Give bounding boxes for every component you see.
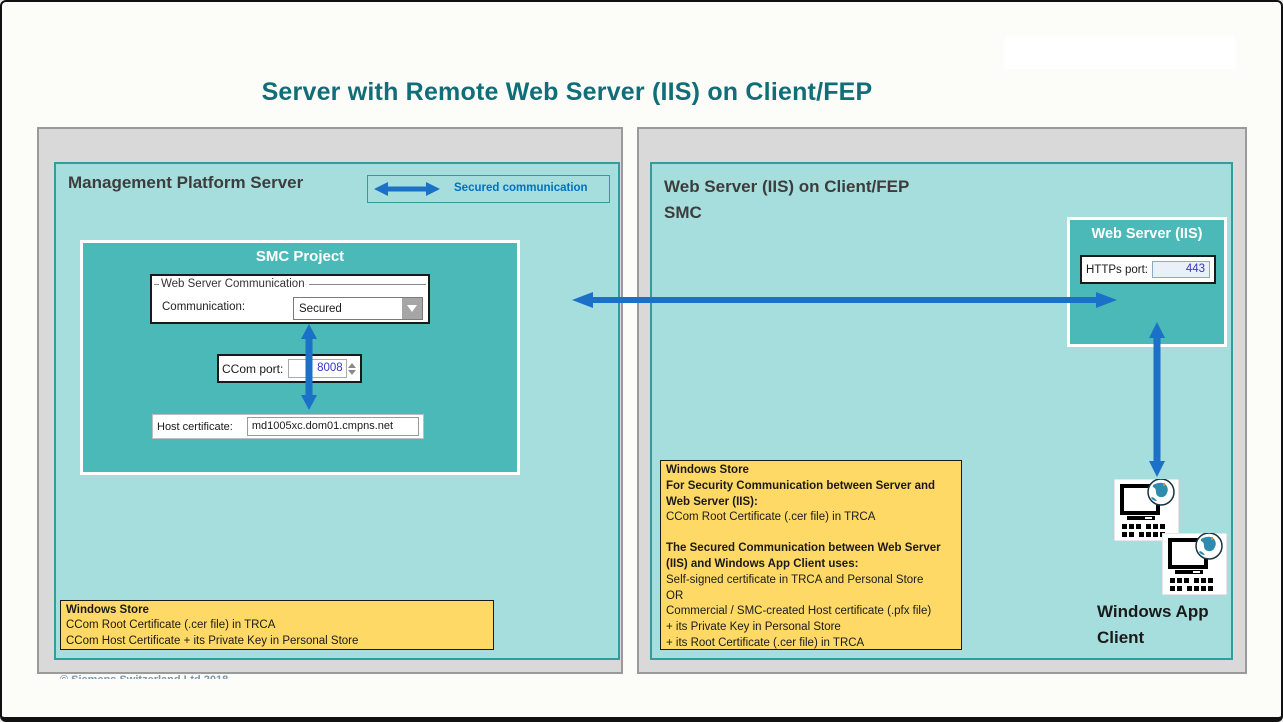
- host-certificate-label: Host certificate:: [157, 420, 233, 433]
- communication-label: Communication:: [162, 301, 246, 313]
- https-port-label: HTTPs port:: [1086, 263, 1148, 276]
- copyright-footer: © Siemens Switzerland Ltd 2018: [60, 674, 320, 679]
- computer-with-globe-icon: [1162, 533, 1227, 595]
- note-title: Windows Store: [666, 464, 749, 476]
- note-blank-line: [666, 526, 956, 541]
- note-line: Self-signed certificate in TRCA and Pers…: [666, 573, 924, 586]
- groupbox-line: [154, 283, 159, 285]
- ccom-port-input[interactable]: 8008: [288, 359, 347, 378]
- dropdown-button[interactable]: [402, 298, 422, 319]
- communication-dropdown-value: Secured: [299, 302, 342, 315]
- https-port-box: HTTPs port: 443: [1080, 255, 1216, 284]
- host-certificate-input[interactable]: md1005xc.dom01.cmpns.net: [246, 417, 419, 436]
- web-server-communication-label: Web Server Communication: [161, 278, 305, 290]
- web-server-iis-title: Web Server (IIS): [1091, 226, 1203, 242]
- page-title: Server with Remote Web Server (IIS) on C…: [261, 78, 873, 106]
- spinner-down-icon[interactable]: [347, 369, 356, 375]
- note-line: For Security Communication between Serve…: [666, 479, 936, 492]
- note-line: CCom Host Certificate + its Private Key …: [66, 634, 359, 647]
- windows-store-note-left: Windows Store CCom Root Certificate (.ce…: [60, 600, 494, 650]
- ccom-port-spinner[interactable]: [347, 359, 357, 378]
- spinner-up-icon[interactable]: [347, 362, 356, 368]
- note-line: The Secured Communication between Web Se…: [666, 542, 941, 555]
- windows-store-note-right: Windows Store For Security Communication…: [660, 460, 962, 650]
- note-line: (IIS) and Windows App Client uses:: [666, 557, 859, 570]
- https-port-input[interactable]: 443: [1151, 261, 1210, 278]
- note-line: + its Root Certificate (.cer file) in TR…: [666, 636, 865, 649]
- ccom-port-label: CCom port:: [222, 361, 284, 376]
- horizontal-double-arrow-icon: [572, 292, 1117, 308]
- management-platform-header: Management Platform Server: [68, 173, 304, 192]
- header-line1: Web Server (IIS) on Client/FEP: [664, 177, 910, 196]
- ccom-port-box: CCom port: 8008: [217, 354, 362, 383]
- computer-with-globe-icon: [1114, 479, 1179, 541]
- note-line: CCom Root Certificate (.cer file) in TRC…: [666, 511, 876, 524]
- note-line: Web Server (IIS):: [666, 495, 758, 508]
- note-line: + its Private Key in Personal Store: [666, 621, 841, 634]
- note-line: Commercial / SMC-created Host certificat…: [666, 605, 932, 618]
- host-certificate-row: Host certificate: md1005xc.dom01.cmpns.n…: [152, 414, 424, 439]
- note-line: OR: [666, 589, 684, 602]
- note-line: CCom Root Certificate (.cer file) in TRC…: [66, 619, 276, 632]
- legend-label: Secured communication: [454, 182, 588, 194]
- vertical-double-arrow-icon: [1149, 322, 1165, 477]
- note-title: Windows Store: [66, 604, 149, 616]
- web-server-client-header: Web Server (IIS) on Client/FEP SMC: [664, 174, 909, 226]
- communication-dropdown[interactable]: Secured: [293, 297, 423, 320]
- chevron-down-icon: [407, 305, 417, 312]
- windows-app-client-label: Windows App Client: [1097, 602, 1209, 647]
- vertical-double-arrow-icon: [301, 324, 317, 410]
- header-line2: SMC: [664, 203, 702, 222]
- smc-project-title: SMC Project: [255, 248, 345, 265]
- top-right-white-rect: [1005, 36, 1235, 69]
- groupbox-line: [308, 283, 426, 285]
- legend-double-arrow-icon: [374, 182, 440, 196]
